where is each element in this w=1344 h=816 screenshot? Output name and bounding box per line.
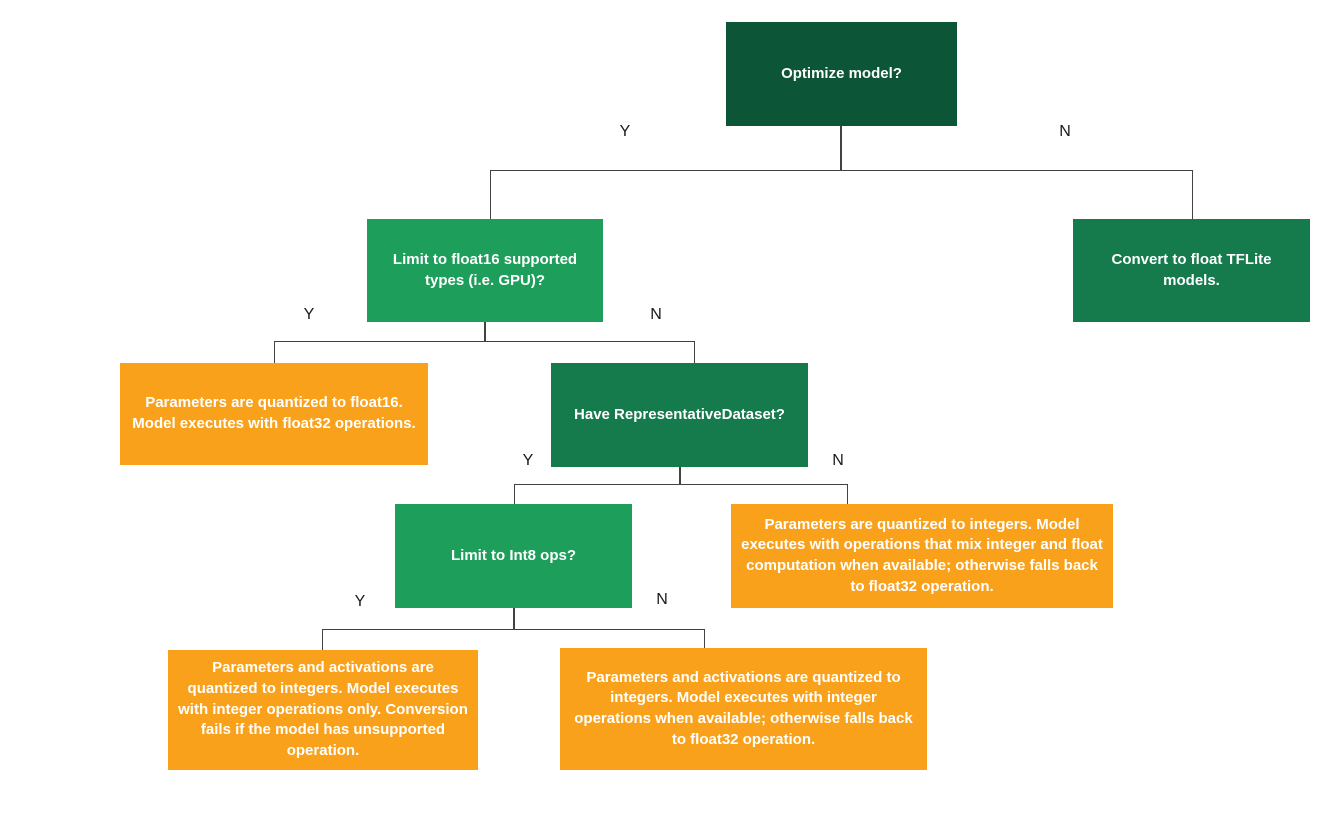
connector-line — [514, 485, 515, 504]
connector-line — [694, 342, 695, 363]
node-text: Limit to Int8 ops? — [451, 546, 576, 564]
edge-label-yes: Y — [619, 123, 631, 140]
node-int8-fallback-result: Parameters and activations are quantized… — [560, 648, 927, 770]
connector-line — [847, 485, 848, 504]
connector-line — [513, 608, 515, 630]
connector-line — [679, 467, 681, 485]
edge-label-no: N — [832, 452, 844, 469]
connector-line — [514, 484, 848, 485]
edge-label-yes: Y — [522, 452, 534, 469]
edge-label-yes: Y — [354, 593, 366, 610]
connector-line — [490, 170, 1193, 171]
connector-line — [322, 629, 705, 630]
node-text: Optimize model? — [781, 64, 902, 82]
node-float16-result: Parameters are quantized to float16. Mod… — [120, 363, 428, 465]
edge-label-yes: Y — [303, 306, 315, 323]
connector-line — [1192, 171, 1193, 219]
edge-label-no: N — [656, 591, 668, 608]
connector-line — [484, 322, 486, 342]
node-int8-only-result: Parameters and activations are quantized… — [168, 650, 478, 770]
node-limit-int8-ops: Limit to Int8 ops? — [395, 504, 632, 608]
node-mixed-int-float-result: Parameters are quantized to integers. Mo… — [731, 504, 1113, 608]
node-convert-float-tflite: Convert to float TFLite models. — [1073, 219, 1310, 322]
edge-label-no: N — [650, 306, 662, 323]
node-text: Parameters and activations are quantized… — [574, 668, 913, 748]
connector-line — [490, 171, 491, 219]
node-text: Parameters are quantized to float16. Mod… — [132, 394, 416, 432]
node-have-representative-dataset: Have RepresentativeDataset? — [551, 363, 808, 467]
edge-label-no: N — [1059, 123, 1071, 140]
node-text: Convert to float TFLite models. — [1111, 250, 1272, 289]
node-text: Parameters and activations are quantized… — [178, 659, 468, 760]
connector-line — [840, 126, 842, 171]
connector-line — [274, 342, 275, 363]
node-text: Have RepresentativeDataset? — [574, 405, 785, 423]
node-text: Limit to float16 supported types (i.e. G… — [392, 250, 578, 289]
connector-line — [322, 630, 323, 650]
node-limit-float16: Limit to float16 supported types (i.e. G… — [367, 219, 603, 322]
connector-line — [274, 341, 695, 342]
node-optimize-model: Optimize model? — [726, 22, 957, 126]
node-text: Parameters are quantized to integers. Mo… — [741, 515, 1103, 595]
connector-line — [704, 630, 705, 648]
